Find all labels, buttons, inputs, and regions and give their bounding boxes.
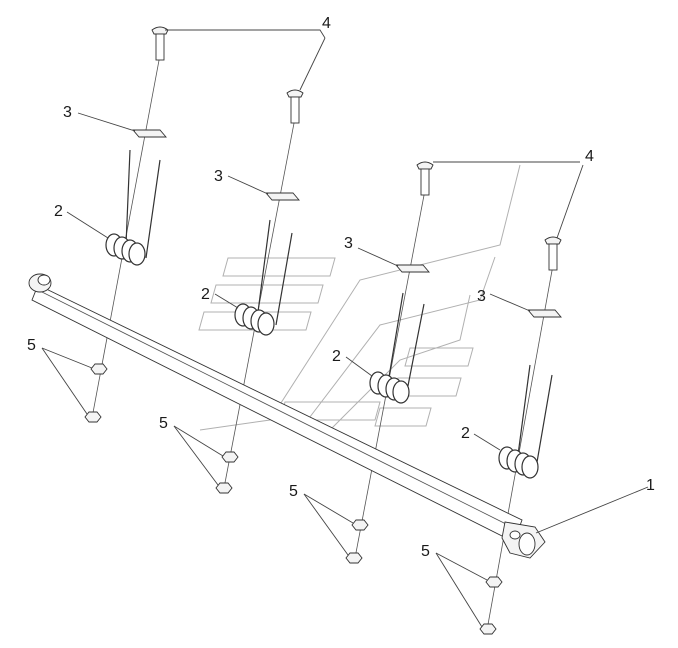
callout-1: 1 — [646, 477, 655, 494]
torsion-spring — [234, 219, 293, 336]
nut-group — [84, 363, 503, 635]
spring-group — [105, 149, 553, 479]
clamp-plate — [132, 129, 167, 138]
callout-3-fourth: 3 — [477, 288, 486, 305]
callout-2-fourth: 2 — [461, 425, 470, 442]
hex-nut — [90, 363, 108, 375]
callout-labels: 4 4 3 3 3 3 2 2 2 2 5 5 5 5 1 — [27, 15, 655, 560]
callout-2-first: 2 — [54, 203, 63, 220]
bolt — [544, 236, 562, 271]
hex-nut — [479, 623, 497, 635]
leader-lines — [41, 29, 649, 628]
callout-2-third: 2 — [332, 348, 341, 365]
callout-2-second: 2 — [201, 286, 210, 303]
clamp-plate-group — [132, 129, 562, 318]
torsion-spring — [105, 149, 161, 266]
clamp-plate — [395, 264, 430, 273]
clamp-plate — [265, 192, 300, 201]
callout-5-first: 5 — [27, 337, 36, 354]
callout-3-third: 3 — [344, 235, 353, 252]
hex-nut — [351, 519, 369, 531]
bolt — [151, 26, 169, 61]
hex-nut — [84, 411, 102, 423]
torsion-spring — [498, 364, 553, 479]
bolt-group — [151, 26, 562, 271]
bolt — [286, 89, 304, 124]
callout-3-second: 3 — [214, 168, 223, 185]
callout-5-second: 5 — [159, 415, 168, 432]
callout-4-right: 4 — [585, 148, 594, 165]
callout-3-first: 3 — [63, 104, 72, 121]
torsion-spring — [369, 292, 425, 404]
assembly-axis-lines — [91, 54, 554, 631]
hex-nut — [221, 451, 239, 463]
hex-nut — [215, 482, 233, 494]
hex-nut — [345, 552, 363, 564]
bolt — [416, 161, 434, 196]
callout-5-third: 5 — [289, 483, 298, 500]
main-shaft — [28, 273, 546, 559]
callout-5-fourth: 5 — [421, 543, 430, 560]
clamp-plate — [527, 309, 562, 318]
hex-nut — [485, 576, 503, 588]
callout-4-top: 4 — [322, 15, 331, 32]
